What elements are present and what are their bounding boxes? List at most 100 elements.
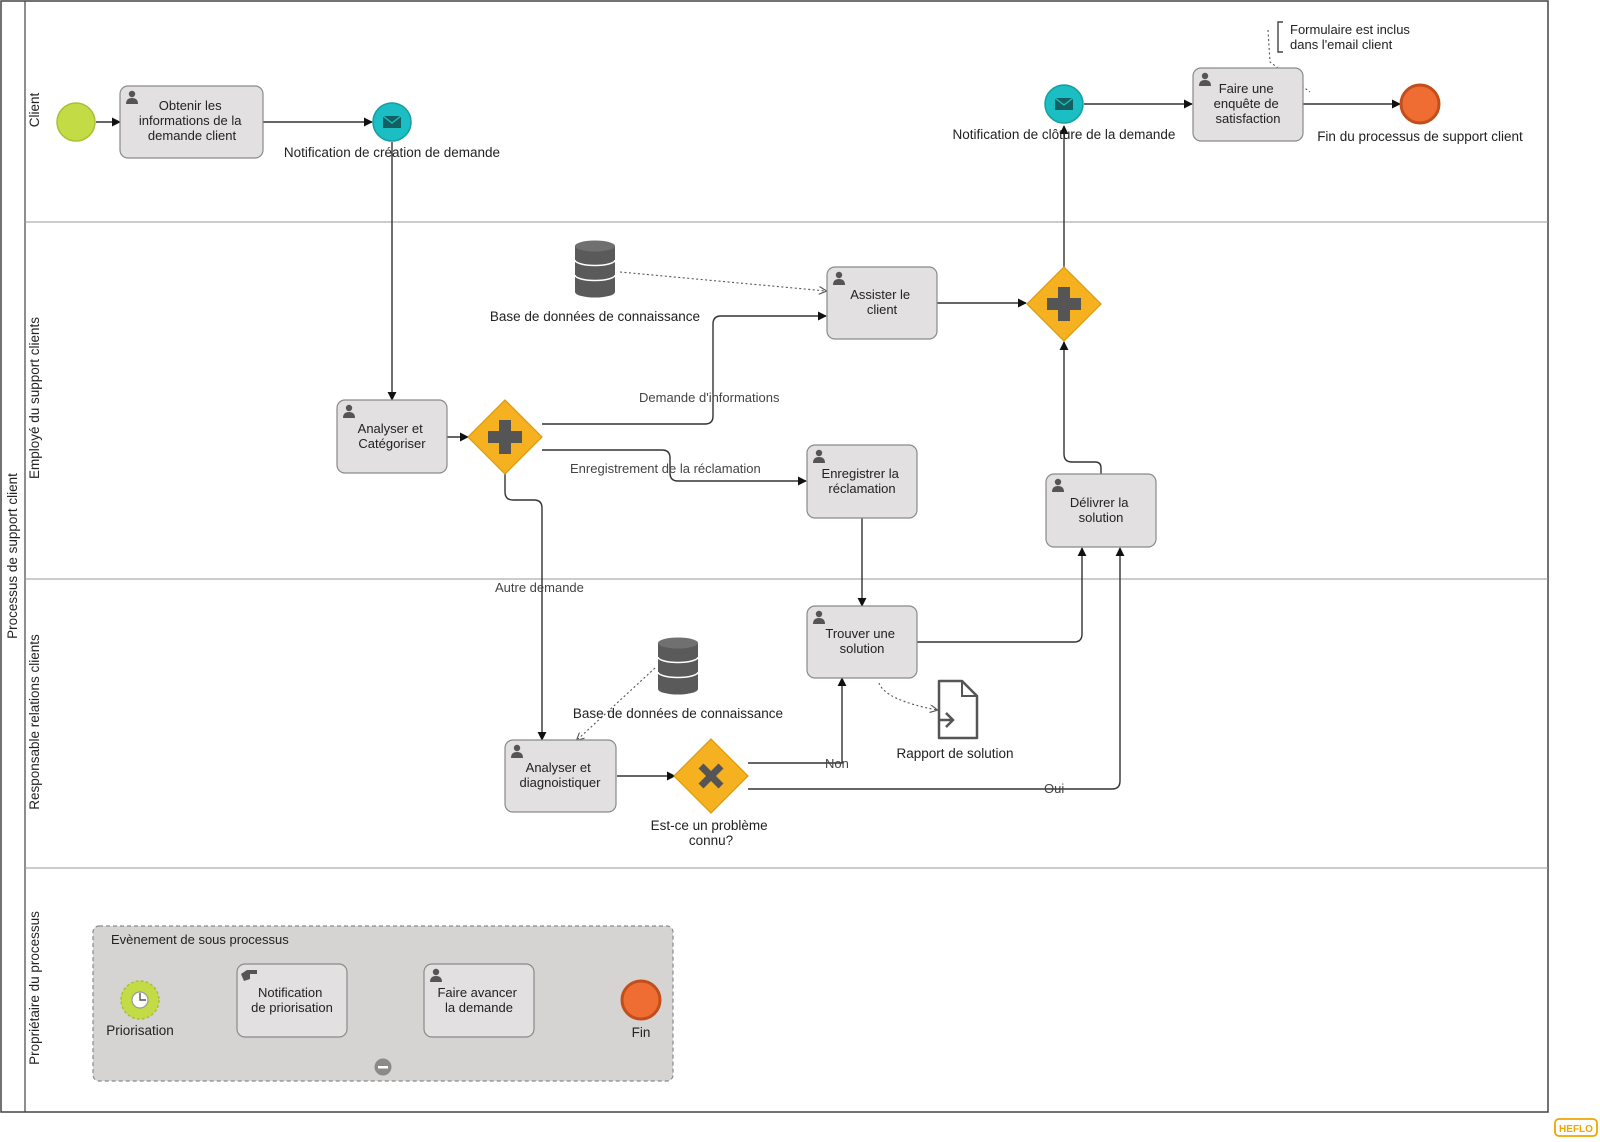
start-event[interactable]: [56, 102, 96, 142]
flow-label-demande-info: Demande d'informations: [639, 390, 780, 405]
event-label-fin: Fin: [632, 1025, 651, 1040]
svg-text:Délivrer la solution: Délivrer la solution: [1070, 495, 1132, 525]
clock-icon: [131, 991, 149, 1009]
lane-label-proprietaire: Propriétaire du processus: [27, 911, 42, 1065]
associations: [577, 29, 1311, 740]
task-enregistrer-reclamation[interactable]: Enregistrer la réclamation: [806, 444, 918, 519]
flow-labels: Demande d'informations Enregistrement de…: [495, 390, 1064, 796]
flow-label-enregistrement: Enregistrement de la réclamation: [570, 461, 761, 476]
svg-text:Formulaire est inclus da: Formulaire est inclus dans l'email clien…: [1290, 22, 1414, 52]
flow-label-non: Non: [825, 756, 849, 771]
data-store-label: Base de données de connaissance: [573, 706, 783, 721]
task-label: Enregistrer la: [822, 466, 900, 481]
flow-delivrer-to-parallel: [1059, 341, 1102, 474]
envelope-icon: [382, 115, 402, 128]
message-event-cloture[interactable]: [1044, 84, 1084, 124]
event-label-fin-processus: Fin du processus de support client: [1317, 129, 1523, 144]
end-event-processus[interactable]: [1399, 83, 1441, 125]
data-object-rapport[interactable]: [937, 679, 979, 740]
lane-label-responsable: Responsable relations clients: [27, 634, 42, 810]
parallel-gateway-join[interactable]: [1026, 266, 1102, 342]
data-store-kb-top[interactable]: [574, 240, 616, 298]
task-label: Trouver une: [825, 626, 895, 641]
association-trouver-to-rapport: [878, 682, 937, 710]
data-store-kb-bottom[interactable]: [657, 637, 699, 695]
exclusive-gateway[interactable]: [673, 738, 749, 814]
end-event-fin[interactable]: [620, 979, 662, 1021]
task-analyser-diagnostiquer[interactable]: Analyser et diagnoistiquer: [504, 739, 617, 813]
association-annotation: [1267, 29, 1311, 93]
association-kb-to-assister: [619, 271, 826, 291]
collapse-icon[interactable]: [374, 1058, 392, 1076]
event-subprocess[interactable]: Evènement de sous processus Priorisation…: [92, 925, 674, 1082]
task-label: Assister le: [850, 287, 910, 302]
task-label: de priorisation: [251, 1000, 333, 1015]
task-label: solution: [1079, 510, 1124, 525]
event-label-priorisation: Priorisation: [106, 1023, 174, 1038]
svg-text:Obtenir les informations: Obtenir les informations de la demande c…: [139, 98, 245, 143]
task-label: la demande: [445, 1000, 513, 1015]
input-arrow-icon: [939, 712, 955, 728]
task-label: Notification: [258, 985, 322, 1000]
task-delivrer-solution[interactable]: Délivrer la solution: [1045, 473, 1157, 548]
flow-non: [748, 677, 847, 764]
plus-icon: [1047, 287, 1081, 321]
task-label: solution: [840, 641, 885, 656]
task-trouver-solution[interactable]: Trouver une solution: [806, 605, 918, 679]
svg-text:Est-ce un problème connu?: Est-ce un problème connu?: [651, 818, 772, 848]
svg-text:Faire une enquête de: Faire une enquête de satisfaction: [1214, 81, 1283, 126]
task-label: Obtenir les: [159, 98, 222, 113]
annotation-text: dans l'email client: [1290, 37, 1393, 52]
flow-oui: [748, 547, 1125, 790]
svg-text:Notification de priori: Notification de priorisation: [251, 985, 333, 1015]
task-label: Faire une: [1219, 81, 1274, 96]
flow-label-autre: Autre demande: [495, 580, 584, 595]
plus-icon: [488, 420, 522, 454]
envelope-icon: [1054, 97, 1074, 110]
svg-text:Assister le client: Assister le client: [850, 287, 914, 317]
task-label: Analyser et: [526, 760, 591, 775]
subprocess-label: Evènement de sous processus: [111, 932, 289, 947]
task-label: Délivrer la: [1070, 495, 1129, 510]
task-label: diagnoistiquer: [520, 775, 602, 790]
task-label: réclamation: [828, 481, 895, 496]
event-label-cloture: Notification de clôture de la demande: [953, 127, 1176, 142]
task-label: informations de la: [139, 113, 242, 128]
task-label: Faire avancer: [437, 985, 517, 1000]
flow-demande-info: [542, 311, 827, 425]
manual-hand-icon: [241, 970, 257, 981]
annotation-text: Formulaire est inclus: [1290, 22, 1410, 37]
logo-text: HEFLO: [1559, 1124, 1593, 1135]
svg-text:Trouver une solution: Trouver une solution: [825, 626, 898, 656]
task-obtenir-informations[interactable]: Obtenir les informations de la demande c…: [119, 85, 264, 159]
heflo-logo: HEFLO: [1554, 1118, 1598, 1137]
lane-label-client: Client: [27, 92, 42, 127]
flow-label-oui: Oui: [1044, 781, 1064, 796]
flow-autre-demande: [504, 472, 547, 741]
task-faire-avancer[interactable]: Faire avancer la demande: [423, 963, 535, 1038]
task-label: satisfaction: [1215, 111, 1280, 126]
task-label: client: [867, 302, 898, 317]
message-event-creation[interactable]: [372, 102, 412, 142]
svg-text:Enregistrer la réclamati: Enregistrer la réclamation: [822, 466, 903, 496]
data-store-label: Base de données de connaissance: [490, 309, 700, 324]
task-label: Catégoriser: [358, 436, 426, 451]
gateway-label: Est-ce un problème: [651, 818, 768, 833]
task-label: Analyser et: [358, 421, 423, 436]
task-analyser-categoriser[interactable]: Analyser et Catégoriser: [336, 399, 448, 474]
flow-trouver-to-delivrer: [917, 547, 1087, 643]
lane-label-employe: Employé du support clients: [27, 317, 42, 479]
svg-text:Analyser et Catégoriser: Analyser et Catégoriser: [358, 421, 427, 451]
pool-label: Processus de support client: [5, 473, 20, 639]
svg-text:Faire avancer la deman: Faire avancer la demande: [437, 985, 520, 1015]
task-notification-priorisation[interactable]: Notification de priorisation: [236, 963, 348, 1038]
flow-enregistrement: [542, 449, 807, 486]
parallel-gateway-split[interactable]: [467, 399, 543, 475]
task-assister-client[interactable]: Assister le client: [826, 266, 938, 340]
x-icon: [698, 763, 724, 789]
task-enquete-satisfaction[interactable]: Faire une enquête de satisfaction: [1192, 67, 1304, 142]
data-object-label: Rapport de solution: [896, 746, 1013, 761]
timer-start-event[interactable]: [120, 980, 160, 1020]
annotation-bracket: [1277, 21, 1283, 53]
svg-text:Analyser et diagnoistiqu: Analyser et diagnoistiquer: [520, 760, 602, 790]
